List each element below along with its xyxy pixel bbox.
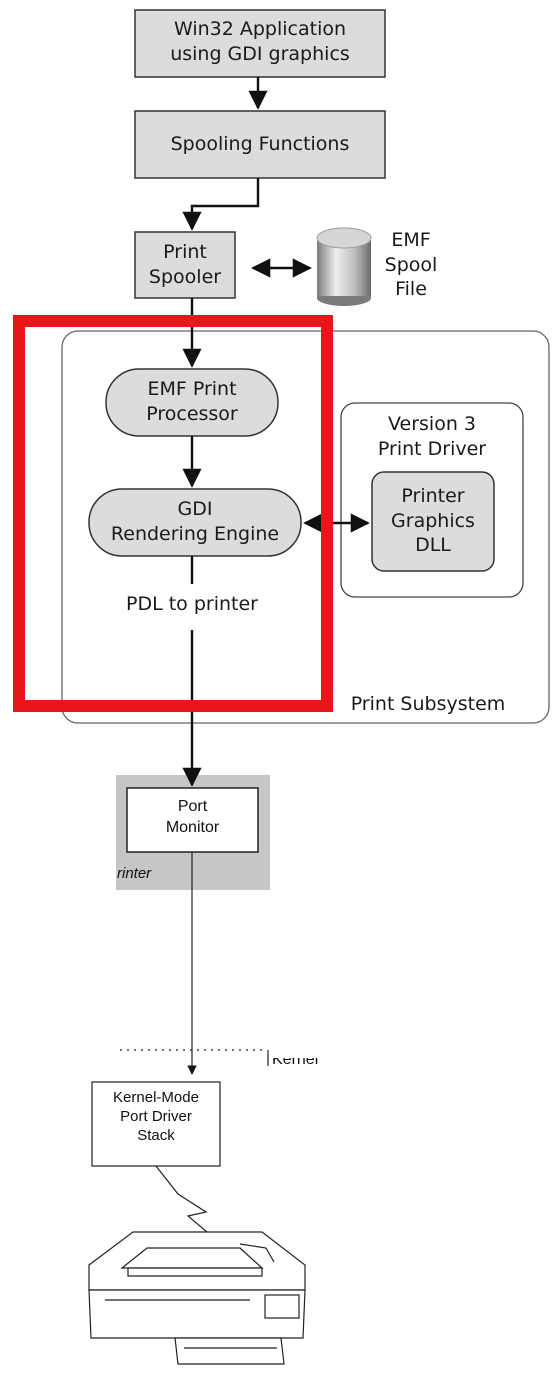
printer-fragment-label: rinter — [117, 865, 152, 882]
connector-spooling-to-spooler — [182, 178, 260, 231]
kernel-fragment-text: Kernel — [272, 1058, 319, 1068]
printer-icon — [88, 1231, 306, 1365]
port-monitor-label: Port Monitor — [165, 798, 220, 836]
gdi-rendering-engine-label: GDI Rendering Engine — [110, 498, 280, 545]
print-spooler-box — [134, 231, 236, 299]
spooling-functions-label: Spooling Functions — [170, 133, 350, 155]
emf-print-processor-label: EMF Print Processor — [146, 378, 238, 425]
highlight-frame — [13, 315, 333, 712]
gdi-rendering-engine-box — [88, 488, 302, 557]
print-spooler-label: Print Spooler — [148, 241, 222, 288]
database-cylinder-icon — [316, 227, 372, 306]
emf-spool-file-label: EMF Spool File — [384, 229, 438, 301]
kernel-fragment-label: Kernel — [272, 1058, 342, 1069]
printer-graphics-dll-box — [371, 471, 495, 572]
print-subsystem-label: Print Subsystem — [350, 693, 506, 715]
lightning-link-icon — [155, 1165, 221, 1244]
pdl-to-printer-label: PDL to printer — [100, 592, 284, 617]
version3-print-driver-label: Version 3 Print Driver — [377, 413, 487, 460]
win32-app-label: Win32 Application using GDI graphics — [170, 18, 350, 65]
printer-graphics-dll-label: Printer Graphics DLL — [391, 485, 475, 557]
kernel-mode-port-driver-box — [91, 1081, 221, 1167]
kernel-mode-port-driver-label: Kernel-Mode Port Driver Stack — [113, 1089, 199, 1145]
win32-app-box — [134, 9, 386, 78]
spooling-functions-box — [134, 110, 386, 179]
port-monitor-box — [126, 787, 259, 853]
